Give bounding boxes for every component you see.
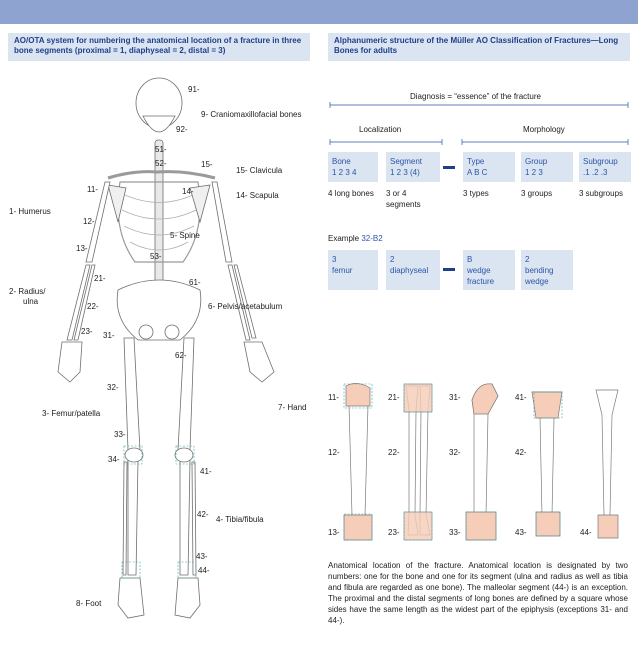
- label-hand: 7- Hand: [278, 403, 307, 412]
- forearm-left-b: [73, 264, 96, 341]
- label-radius-ulna-2: ulna: [23, 297, 39, 306]
- forearm-right-a: [227, 264, 251, 341]
- bone-12: 12-: [328, 448, 340, 457]
- seg-11: 11-: [87, 185, 98, 194]
- pelvis: [116, 279, 202, 341]
- seg-61: 61-: [189, 278, 201, 287]
- label-clavicula: 15- Clavicula: [236, 166, 283, 175]
- bone-43: 43-: [515, 528, 527, 537]
- example-heading: Example 32-B2: [328, 234, 383, 243]
- seg-15: 15-: [201, 160, 213, 169]
- obturator-left: [138, 324, 154, 340]
- seg-32: 32-: [107, 383, 119, 392]
- seg-43: 43-: [196, 552, 208, 561]
- bone-13: 13-: [328, 528, 340, 537]
- example-code: 32-B2: [361, 234, 383, 243]
- bone-23: 23-: [388, 528, 400, 537]
- seg-53: 53-: [150, 252, 162, 261]
- left-panel-title: AO/OTA system for numbering the anatomic…: [8, 33, 310, 61]
- jaw: [142, 115, 176, 133]
- example-separator-dash: [443, 268, 455, 271]
- morphology-label: Morphology: [523, 125, 565, 134]
- seg-22: 22-: [87, 302, 99, 311]
- seg-13: 13-: [76, 244, 88, 253]
- top-banner: [0, 0, 638, 24]
- bone-22: 22-: [388, 448, 400, 457]
- scapula-right: [189, 184, 211, 224]
- obturator-right: [164, 324, 180, 340]
- scapula-left: [107, 184, 127, 223]
- count-segments-1: 3 or 4: [386, 189, 407, 198]
- label-foot: 8- Foot: [76, 599, 102, 608]
- seg-33: 33-: [114, 430, 126, 439]
- bone-33: 33-: [449, 528, 461, 537]
- localization-label: Localization: [359, 125, 402, 134]
- caption: Anatomical location of the fracture. Ana…: [328, 561, 628, 625]
- label-pelvis: 6- Pelvis/acetabulum: [208, 302, 283, 311]
- seg-44: 44-: [198, 566, 210, 575]
- label-cranio: 9- Craniomaxillofacial bones: [201, 110, 302, 119]
- seg-92: 92-: [176, 125, 188, 134]
- seg-51: 51-: [155, 145, 167, 154]
- separator-dash: [443, 166, 455, 169]
- bone-11: 11-: [328, 393, 339, 402]
- forearm-left-a: [66, 264, 91, 341]
- seg-42: 42-: [197, 510, 209, 519]
- count-types: 3 types: [463, 189, 489, 198]
- label-scapula: 14- Scapula: [236, 191, 279, 200]
- label-radius-ulna-1: 2- Radius/: [9, 287, 46, 296]
- bone-32: 32-: [449, 448, 461, 457]
- seg-34: 34-: [108, 455, 120, 464]
- label-tibia: 4- Tibia/fibula: [216, 515, 264, 524]
- seg-31: 31-: [103, 331, 115, 340]
- fibula-left: [122, 461, 128, 576]
- bone-41: 41-: [515, 393, 527, 402]
- hand-left: [57, 341, 83, 383]
- seg-52: 52-: [155, 159, 167, 168]
- count-subgroups: 3 subgroups: [579, 189, 624, 198]
- seg-21: 21-: [94, 274, 106, 283]
- bone-42: 42-: [515, 448, 527, 457]
- humerus-left: [85, 181, 111, 263]
- bone-21: 21-: [388, 393, 400, 402]
- hand-right: [243, 341, 275, 383]
- right-panel-title: Alphanumeric structure of the Müller AO …: [328, 33, 630, 61]
- seg-12: 12-: [83, 217, 95, 226]
- seg-23: 23-: [81, 327, 93, 336]
- foot-left: [117, 577, 145, 619]
- count-bones: 4 long bones: [328, 189, 374, 198]
- knee-right: [174, 447, 194, 463]
- count-groups: 3 groups: [521, 189, 553, 198]
- label-humerus: 1- Humerus: [9, 207, 51, 216]
- label-spine: 5- Spine: [170, 231, 200, 240]
- seg-91: 91-: [188, 85, 200, 94]
- seg-41: 41-: [200, 467, 212, 476]
- diagnosis-label: Diagnosis = “essence” of the fracture: [410, 92, 541, 101]
- bone-44: 44-: [580, 528, 592, 537]
- forearm-right-b: [233, 264, 257, 339]
- box-subgroup: Subgroup.1 .2 .3: [579, 152, 631, 182]
- knee-left: [124, 447, 144, 463]
- clavicles: [107, 170, 216, 180]
- seg-62: 62-: [175, 351, 187, 360]
- seg-14: 14-: [182, 187, 194, 196]
- count-segments-2: segments: [386, 200, 421, 209]
- label-femur: 3- Femur/patella: [42, 409, 101, 418]
- ribs: [121, 194, 197, 251]
- fibula-right: [191, 461, 197, 576]
- humerus-right: [211, 181, 233, 263]
- bone-31: 31-: [449, 393, 461, 402]
